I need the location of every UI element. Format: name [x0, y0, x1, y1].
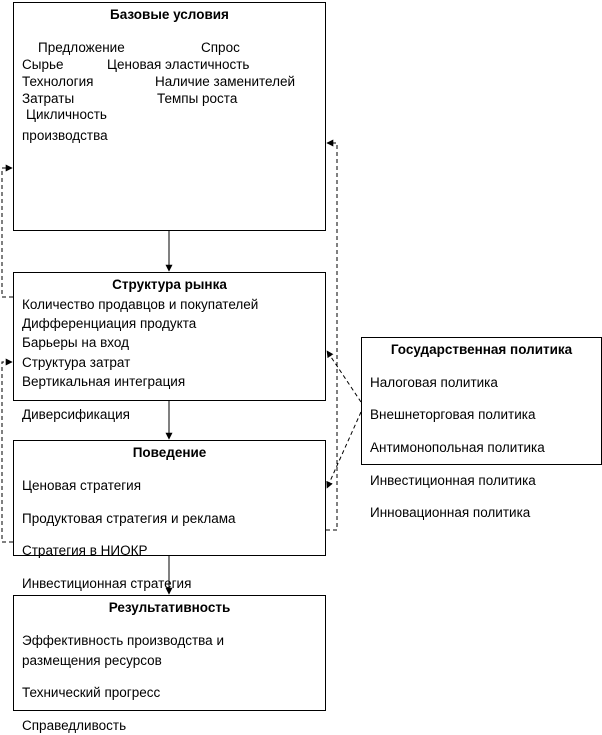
supply-item: производства [22, 128, 108, 143]
performance-item: размещения ресурсов [22, 653, 162, 668]
base-conditions-title: Базовые условия [110, 7, 229, 22]
supply-item: Цикличность [26, 107, 107, 122]
base-conditions-box [13, 2, 326, 231]
performance-item: Справедливость [22, 718, 127, 733]
policy-item: Инвестиционная политика [370, 473, 536, 488]
government-policy-box [361, 337, 602, 465]
structure-item: Количество продавцов и покупателей [22, 297, 259, 312]
policy-to-structure [326, 350, 362, 403]
policy-to-conduct [326, 411, 362, 489]
conduct-title: Поведение [132, 445, 207, 460]
performance-item: Эффективность производства и [22, 633, 224, 648]
conduct-item: Ценовая стратегия [22, 478, 142, 493]
performance-box [13, 595, 326, 711]
demand-header: Спрос [201, 40, 240, 55]
supply-item: Затраты [22, 91, 75, 106]
conduct-item: Инвестиционная стратегия [22, 576, 192, 591]
policy-item: Инновационная политика [370, 505, 531, 520]
policy-item: Антимонопольная политика [370, 440, 545, 455]
structure-item: Диверсификация [22, 407, 130, 422]
supply-header: Предложение [38, 40, 125, 55]
demand-item: Темпы роста [157, 91, 238, 106]
supply-item: Технология [22, 74, 94, 89]
policy-item: Налоговая политика [370, 375, 498, 390]
government-policy-title: Государственная политика [390, 342, 573, 357]
supply-item: Сырье [22, 57, 64, 72]
structure-item: Вертикальная интеграция [22, 374, 186, 389]
market-structure-box [13, 272, 326, 401]
market-structure-title: Структура рынка [112, 277, 227, 292]
structure-item: Дифференциация продукта [22, 316, 197, 331]
policy-item: Внешнеторговая политика [370, 407, 536, 422]
feedback-structure-to-base [1, 164, 13, 298]
performance-title: Результативность [108, 600, 231, 615]
structure-item: Барьеры на вход [22, 335, 129, 350]
performance-item: Технический прогресс [22, 685, 161, 700]
conduct-item: Продуктовая стратегия и реклама [22, 511, 236, 526]
conduct-item: Стратегия в НИОКР [22, 543, 148, 558]
demand-item: Наличие заменителей [155, 74, 296, 89]
feedback-conduct-to-structure [1, 358, 13, 543]
feedback-conduct-to-base [326, 139, 338, 531]
conduct-box [13, 440, 326, 556]
structure-item: Структура затрат [22, 355, 131, 370]
demand-item: Ценовая эластичность [107, 57, 250, 72]
